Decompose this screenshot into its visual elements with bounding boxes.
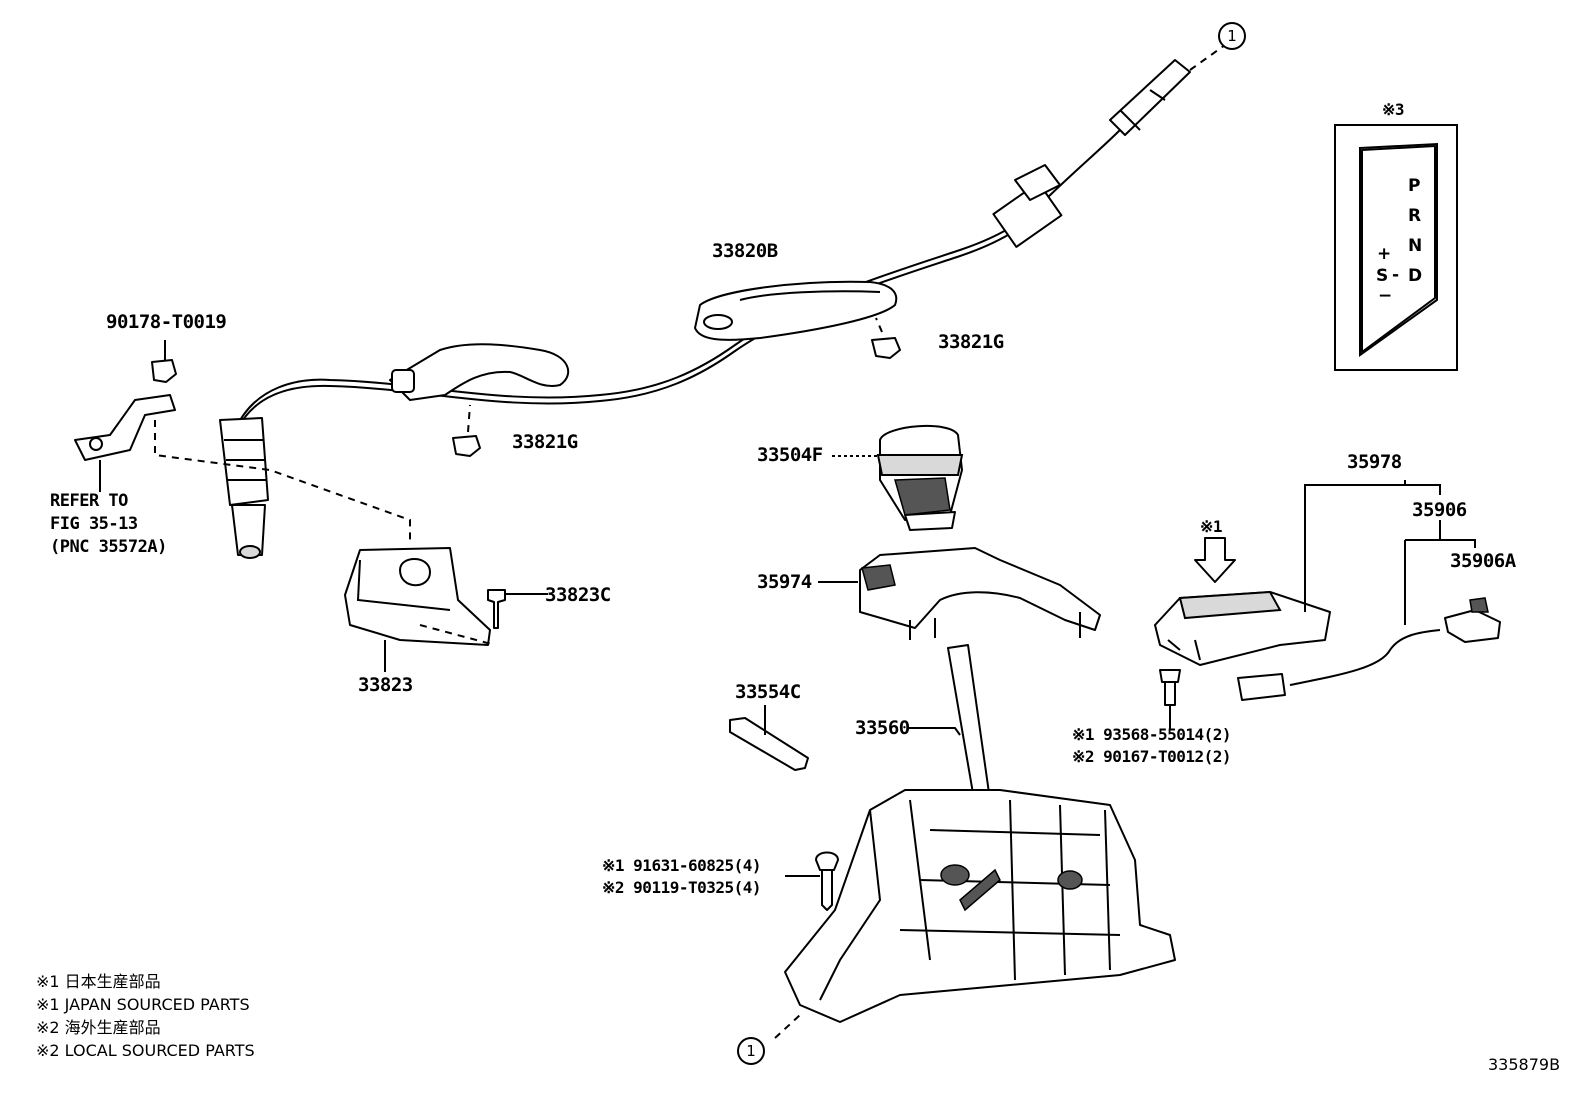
mark-pattern-note: ※3: [1382, 100, 1405, 119]
bracket-33823: [344, 547, 548, 672]
part-label-33820B: 33820B: [712, 240, 778, 262]
figure-id: 335879B: [1488, 1055, 1561, 1074]
part-label-35974: 35974: [757, 571, 812, 593]
part-label-33560: 33560: [855, 717, 910, 739]
gear-R: R: [1408, 206, 1422, 226]
part-label-33823C: 33823C: [545, 584, 611, 606]
mark-japan-arrow: ※1: [1200, 517, 1223, 536]
gear-D: D: [1408, 266, 1423, 286]
callout-marker-top: 1: [1218, 22, 1246, 50]
gear-plus: +: [1377, 244, 1392, 264]
legend-line-1: ※1 日本生産部品: [36, 972, 161, 991]
refer-line-2: FIG 35-13: [50, 514, 138, 534]
part-label-35906: 35906: [1412, 499, 1467, 521]
legend-line-4: ※2 LOCAL SOURCED PARTS: [36, 1041, 255, 1060]
part-label-33821G-upper: 33821G: [938, 331, 1004, 353]
gear-minus: −: [1378, 286, 1393, 306]
gear-N: N: [1408, 236, 1423, 256]
plate-33554C: [729, 705, 809, 771]
part-label-33504F: 33504F: [757, 444, 823, 466]
legend-line-3: ※2 海外生産部品: [36, 1018, 161, 1037]
gear-P: P: [1408, 176, 1421, 196]
bolt-label-japan: ※1 93568-55014(2): [1072, 725, 1232, 744]
refer-line-3: (PNC 35572A): [50, 537, 167, 557]
part-label-90178-T0019: 90178-T0019: [106, 311, 227, 333]
legend: ※1 日本生産部品 ※1 JAPAN SOURCED PARTS ※2 海外生産…: [36, 970, 255, 1062]
indicator-housing-35974: [818, 547, 1101, 640]
gear-dash: -: [1392, 265, 1400, 285]
refer-line-1: REFER TO: [50, 491, 128, 511]
callout-marker-bottom: 1: [737, 1037, 765, 1065]
screw-label-japan: ※1 91631-60825(4): [602, 856, 762, 875]
nut-33821G-lower: [452, 404, 481, 457]
part-label-33823: 33823: [358, 674, 413, 696]
callout-leader-bottom: [774, 1014, 801, 1039]
bolt-label-local: ※2 90167-T0012(2): [1072, 747, 1232, 766]
shift-cable-assembly: [219, 44, 1226, 559]
connector-assembly-35978: [1154, 480, 1501, 730]
shift-knob-33504F: [832, 424, 964, 531]
part-label-35978: 35978: [1347, 451, 1402, 473]
part-label-33821G-lower: 33821G: [512, 431, 578, 453]
part-label-33554C: 33554C: [735, 681, 801, 703]
shift-pattern-panel: [1334, 124, 1458, 371]
part-label-35906A: 35906A: [1450, 550, 1516, 572]
refer-note: REFER TO FIG 35-13 (PNC 35572A): [50, 490, 167, 559]
legend-line-2: ※1 JAPAN SOURCED PARTS: [36, 995, 250, 1014]
bracket-90178: [74, 340, 411, 545]
gear-S: S: [1376, 266, 1389, 286]
screw-label-local: ※2 90119-T0325(4): [602, 878, 762, 897]
nut-33821G-upper: [871, 317, 901, 359]
screw-91631: [785, 851, 839, 911]
shift-lever-assembly-33560: [784, 644, 1176, 1023]
